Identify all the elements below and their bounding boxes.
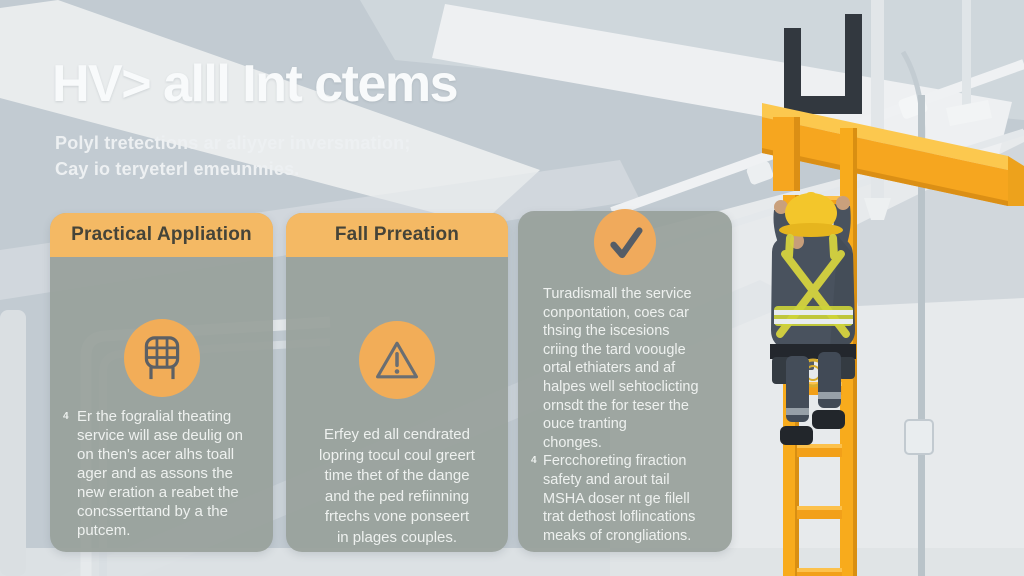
text-line: and the ped refiinning (324, 487, 470, 505)
worker-illustration (770, 192, 856, 445)
checkmark-icon (594, 209, 656, 275)
footnote-marker: 4 (63, 411, 69, 422)
hard-hat (779, 192, 843, 237)
text-line: ornsdt the for teser the (543, 397, 689, 414)
card-body-text: 4 Fercchoreting firaction safety and aro… (518, 452, 732, 545)
u-bracket (784, 14, 862, 114)
subtitle-line: Polyl tretections ar aliyyer inversmatio… (55, 133, 411, 153)
text-line: ouce tranting (543, 416, 627, 433)
card-header: Fall Prreation (286, 213, 508, 257)
text-line: ager and as assons the (77, 465, 233, 482)
text-line: on then's acer alhs toall (77, 446, 235, 463)
text-line: time thet of the dange (324, 467, 470, 484)
card-header: Practical Appliation (50, 213, 273, 257)
text-line: frtechs vone ponseert (324, 508, 470, 525)
text-line: Erfey ed all cendrated (324, 426, 470, 443)
text-line: in plages couples. (336, 528, 458, 546)
card-header-label: Practical Appliation (71, 224, 252, 245)
hi-vis-band (774, 306, 853, 326)
diagonal-beam (0, 0, 540, 225)
text-line: putcem. (77, 522, 131, 539)
text-line: ortal ethiaters and af (543, 360, 676, 377)
card-body-text: 4 Er the fogralial theating service will… (50, 407, 273, 540)
text-line: halpes well sehtoclicting (543, 378, 699, 395)
subtitle-line: Cay io teryeterl emeunmies. (55, 159, 300, 179)
page-subtitle: Polyl tretections ar aliyyer inversmatio… (55, 130, 411, 182)
text-line: Turadismall the service (543, 286, 692, 302)
text-line: thsing the iscesions (543, 323, 670, 340)
footnote-marker: 4 (531, 455, 537, 467)
equipment-cage-icon (123, 319, 200, 397)
page-title: HV> alll Int ctems (52, 55, 459, 113)
card-practical-application: Practical Appliation 4 Er the fogralial … (50, 213, 273, 552)
card-body-text: Erfey ed all cendrated lopring tocul cou… (286, 425, 508, 548)
text-line: trat dethost loflincations (543, 509, 696, 526)
text-line: new eration a reabet the (77, 484, 239, 501)
junction-box (904, 419, 934, 455)
card-header-label: Fall Prreation (334, 224, 460, 245)
card-fall-protection: Fall Prreation Erfey ed all cendrated lo… (286, 213, 508, 552)
text-line: meaks of crongliations. (543, 527, 692, 544)
text-line: MSHA doser nt ge filell (543, 490, 690, 507)
card-checklist: Turadismall the service conpontation, co… (518, 209, 732, 552)
text-line: safety and arout tail (543, 471, 670, 488)
warning-triangle-icon (359, 321, 435, 399)
text-line: service will ase deulig on (77, 427, 243, 444)
text-line: chonges. (543, 434, 602, 451)
platform-beam (762, 103, 1024, 206)
text-line: conpontation, coes car (543, 304, 689, 321)
text-line: Er the fogralial theating (77, 408, 232, 425)
card-body-text: Turadismall the service conpontation, co… (518, 285, 732, 452)
text-line: Fercchoreting firaction (543, 453, 687, 470)
text-line: lopring tocul coul greert (319, 446, 475, 464)
text-line: concsserttand by a the (77, 503, 228, 520)
text-line: criing the tard voougle (543, 341, 686, 358)
conduit (904, 95, 934, 576)
